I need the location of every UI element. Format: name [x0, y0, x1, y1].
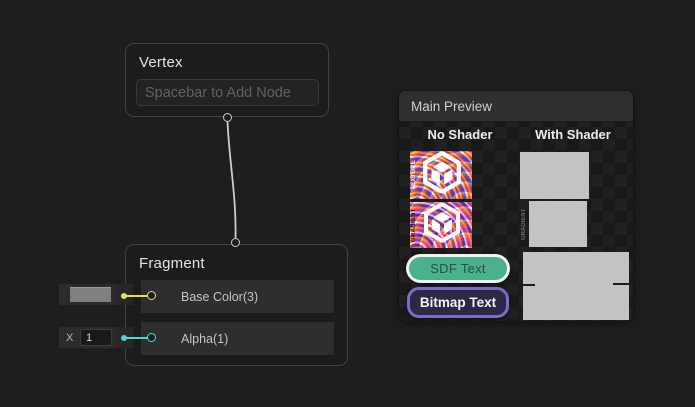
with-shader-column-header: With Shader [535, 127, 611, 142]
texture-sample-image: TEXTURE [410, 151, 472, 199]
main-preview-panel[interactable]: Main Preview No Shader With Shader TEXTU… [399, 91, 633, 321]
preview-notch-left [523, 284, 535, 286]
gradient-sample-image: GRADIENT [410, 202, 472, 248]
unity-logo-icon [421, 151, 463, 199]
texture-with-shader-preview [520, 152, 589, 199]
fragment-node[interactable]: Fragment Base Color(3) Alpha(1) [125, 244, 348, 366]
alpha-widget-dot[interactable] [121, 334, 127, 341]
text-with-shader-preview [523, 252, 629, 320]
alpha-wire [126, 336, 149, 339]
gradient-with-shader-preview [529, 201, 587, 247]
alpha-row[interactable]: Alpha(1) [141, 322, 334, 355]
alpha-port[interactable] [147, 333, 156, 342]
add-node-hint[interactable]: Spacebar to Add Node [136, 79, 319, 106]
preview-notch-right [613, 283, 629, 285]
alpha-x-label: X [66, 331, 74, 344]
alpha-label: Alpha(1) [181, 331, 229, 346]
main-preview-header[interactable]: Main Preview [399, 91, 633, 121]
sdf-text-label: SDF Text [409, 257, 507, 280]
base-color-row[interactable]: Base Color(3) [141, 280, 334, 313]
texture-sample-vertical-label: TEXTURE [411, 159, 417, 191]
base-color-label: Base Color(3) [181, 289, 259, 304]
unity-logo-icon [422, 202, 462, 248]
vertex-node[interactable]: Vertex Spacebar to Add Node [125, 43, 329, 117]
main-preview-title: Main Preview [411, 98, 493, 114]
base-color-widget-dot[interactable] [121, 292, 127, 299]
gradient-with-shader-vertical-label: GRADIENT [521, 208, 527, 240]
sdf-text-sample: SDF Text [406, 254, 510, 283]
bitmap-text-sample: Bitmap Text [407, 287, 509, 318]
alpha-value-widget[interactable]: X [59, 327, 133, 348]
color-swatch[interactable] [70, 287, 111, 302]
fragment-input-port[interactable] [231, 238, 240, 247]
base-color-wire [126, 294, 149, 297]
fragment-node-title: Fragment [139, 255, 205, 272]
base-color-port[interactable] [147, 291, 156, 300]
vertex-node-title: Vertex [139, 54, 183, 71]
vertex-output-port[interactable] [223, 113, 232, 122]
bitmap-text-label: Bitmap Text [419, 295, 497, 310]
no-shader-column-header: No Shader [427, 127, 493, 142]
alpha-value-input[interactable] [80, 329, 112, 346]
gradient-sample-vertical-label: GRADIENT [411, 208, 417, 242]
base-color-swatch-widget[interactable] [59, 284, 133, 305]
